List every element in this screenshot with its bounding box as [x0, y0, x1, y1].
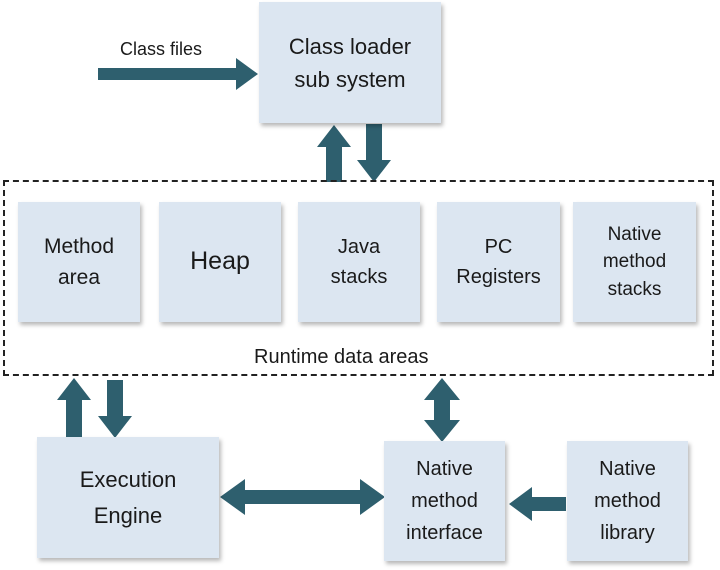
heap-box: Heap [159, 202, 281, 322]
native-method-interface-label: Native method interface [406, 458, 483, 544]
double-arrow-engine-native [220, 479, 385, 515]
down-arrow-from-class-loader [357, 124, 391, 182]
runtime-data-areas-label: Runtime data areas [254, 346, 429, 368]
execution-engine-box: Execution Engine [37, 437, 219, 558]
method-area-box: Method area [18, 202, 140, 322]
double-arrow-runtime-native [424, 378, 460, 442]
heap-label: Heap [190, 247, 250, 276]
library-to-interface-arrow [509, 487, 566, 521]
method-area-label: Method area [43, 234, 115, 290]
pc-registers-label: PC Registers [456, 236, 541, 288]
class-files-arrow [98, 58, 258, 90]
native-method-stacks-label: Native method stacks [602, 223, 667, 300]
up-arrow-from-engine [57, 378, 91, 437]
native-method-interface-box: Native method interface [384, 441, 505, 561]
up-arrow-to-class-loader [317, 125, 351, 182]
class-files-label: Class files [120, 39, 203, 59]
java-stacks-box: Java stacks [298, 202, 420, 322]
java-stacks-label: Java stacks [330, 236, 388, 288]
native-method-library-label: Native method library [594, 458, 661, 544]
execution-engine-label: Execution Engine [79, 467, 177, 528]
class-loader-label: Class loader sub system [288, 33, 412, 92]
pc-registers-box: PC Registers [437, 202, 560, 322]
native-method-library-box: Native method library [567, 441, 688, 561]
native-method-stacks-box: Native method stacks [573, 202, 696, 322]
class-loader-subsystem: Class loader sub system [259, 2, 441, 123]
runtime-data-areas-container [3, 180, 714, 376]
down-arrow-to-engine [98, 380, 132, 438]
